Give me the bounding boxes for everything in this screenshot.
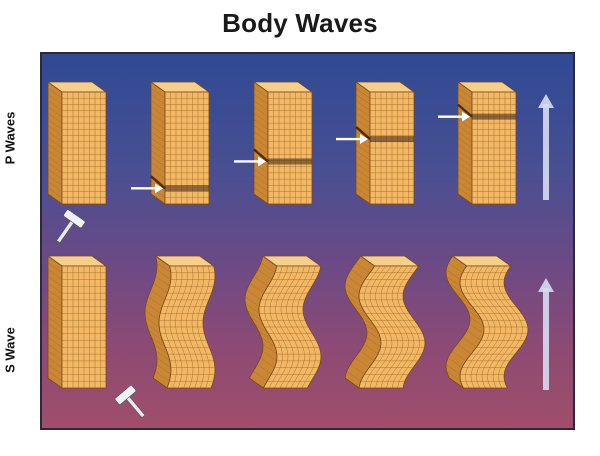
s-wave-block <box>344 255 426 389</box>
p-wave-block <box>234 81 314 205</box>
compression-zone <box>370 136 414 143</box>
s-wave-block <box>144 255 216 389</box>
compression-zone <box>165 185 209 192</box>
p-wave-block <box>336 81 416 205</box>
propagation-arrow-icon <box>538 278 554 390</box>
p-wave-block <box>438 81 518 205</box>
s-wave-block <box>445 255 529 390</box>
hammer-icon <box>114 385 146 419</box>
s-wave-block <box>46 255 108 389</box>
propagation-arrow-icon <box>538 94 554 200</box>
compression-zone <box>268 158 312 165</box>
p-wave-block <box>131 81 211 205</box>
p-wave-block <box>46 81 108 205</box>
s-wave-block <box>244 255 323 389</box>
hammer-icon <box>56 209 86 244</box>
compression-zone <box>472 113 516 120</box>
diagram-title: Body Waves <box>222 8 378 38</box>
